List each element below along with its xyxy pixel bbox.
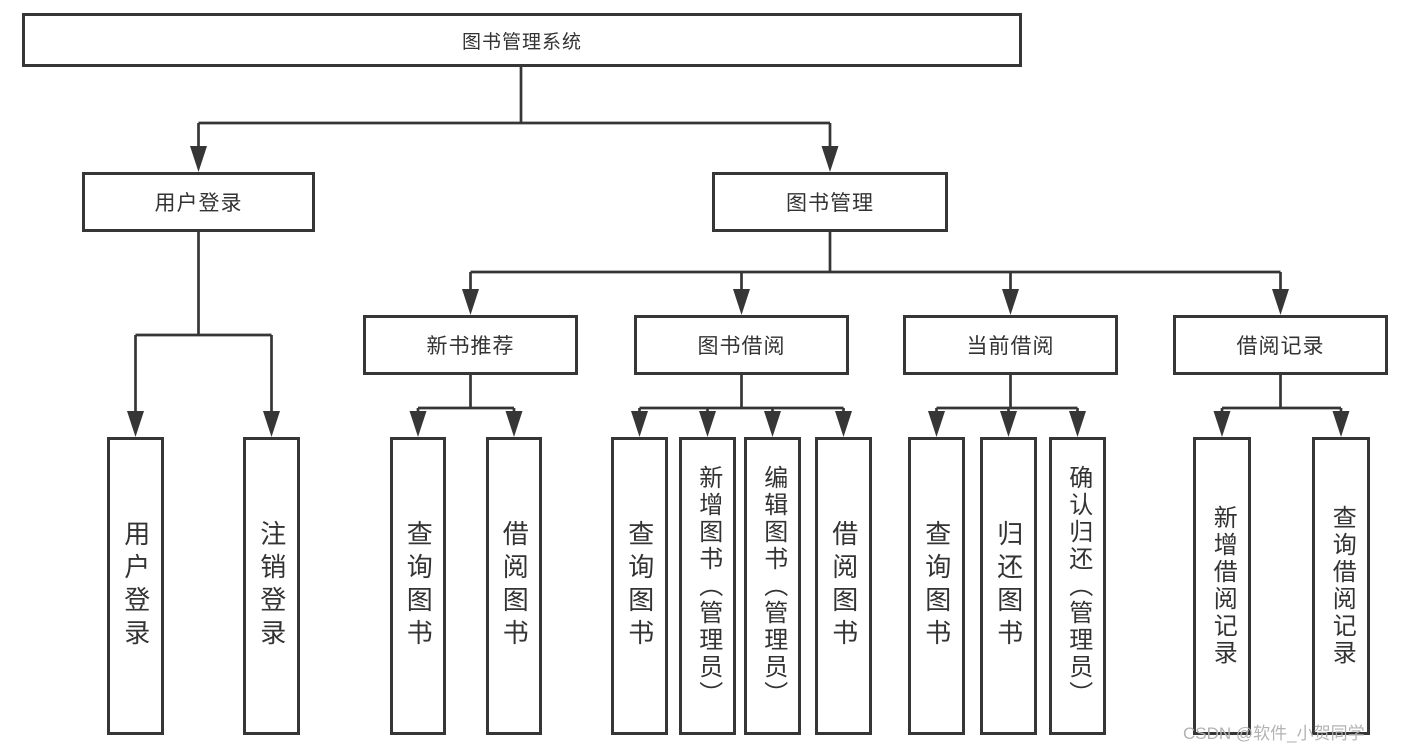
leaf-query-books-2-label: 查询图书 [624, 520, 655, 652]
leaf-edit-book-admin-label: 编辑图书（管理员） [759, 464, 787, 708]
leaf-query-books-2: 查询图书 [611, 437, 668, 735]
leaf-borrow-books-2: 借阅图书 [815, 437, 872, 735]
leaf-query-books-3: 查询图书 [908, 437, 965, 735]
leaf-confirm-return-admin-label: 确认归还（管理员） [1064, 464, 1092, 708]
leaf-query-borrow-record: 查询借阅记录 [1312, 437, 1370, 735]
node-borrowing-records: 借阅记录 [1173, 315, 1388, 375]
node-user-login-label: 用户登录 [154, 192, 243, 215]
leaf-query-books-1: 查询图书 [390, 437, 446, 735]
node-library-management-system: 图书管理系统 [22, 13, 1022, 67]
node-book-management-label: 图书管理 [786, 192, 874, 215]
leaf-add-borrow-record-label: 新增借阅记录 [1209, 505, 1237, 667]
node-new-book-recommendation-label: 新书推荐 [426, 335, 515, 358]
leaf-add-borrow-record: 新增借阅记录 [1193, 437, 1251, 735]
leaf-logout: 注销登录 [243, 437, 300, 735]
arrowheads [127, 146, 1350, 437]
leaf-add-book-admin: 新增图书（管理员） [679, 437, 736, 735]
leaf-query-borrow-record-label: 查询借阅记录 [1328, 505, 1356, 667]
leaf-user-login-label: 用户登录 [120, 520, 151, 652]
csdn-watermark: CSDN @软件_小贺同学 [1183, 724, 1365, 743]
leaf-edit-book-admin: 编辑图书（管理员） [744, 437, 801, 735]
leaf-logout-label: 注销登录 [256, 520, 287, 652]
leaf-query-books-1-label: 查询图书 [403, 520, 434, 652]
node-book-borrowing-label: 图书借阅 [697, 335, 786, 358]
node-user-login: 用户登录 [82, 172, 315, 232]
node-current-borrowing: 当前借阅 [903, 315, 1118, 375]
leaf-confirm-return-admin: 确认归还（管理员） [1049, 437, 1106, 735]
leaf-return-books: 归还图书 [980, 437, 1037, 735]
node-current-borrowing-label: 当前借阅 [966, 335, 1055, 358]
leaf-add-book-admin-label: 新增图书（管理员） [694, 464, 722, 708]
leaf-borrow-books-2-label: 借阅图书 [828, 520, 859, 652]
leaf-query-books-3-label: 查询图书 [921, 520, 952, 652]
node-book-management: 图书管理 [712, 172, 948, 232]
node-borrowing-records-label: 借阅记录 [1236, 335, 1325, 358]
node-new-book-recommendation: 新书推荐 [363, 315, 578, 375]
leaf-borrow-books-1-label: 借阅图书 [499, 520, 530, 652]
leaf-return-books-label: 归还图书 [993, 520, 1024, 652]
node-book-borrowing: 图书借阅 [634, 315, 849, 375]
node-library-management-system-label: 图书管理系统 [461, 31, 582, 53]
leaf-borrow-books-1: 借阅图书 [486, 437, 542, 735]
leaf-user-login: 用户登录 [107, 437, 164, 735]
